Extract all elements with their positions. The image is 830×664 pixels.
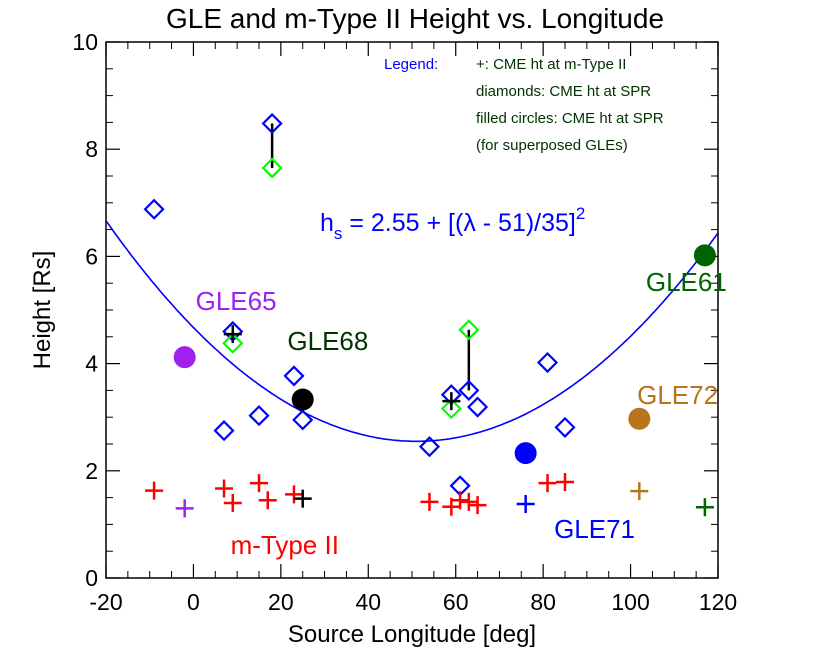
y-tick-label: 4 xyxy=(85,351,98,377)
formula-main: h xyxy=(320,209,334,237)
legend-line-diamonds: diamonds: CME ht at SPR xyxy=(476,83,651,100)
x-axis-label: Source Longitude [deg] xyxy=(288,621,536,648)
legend-heading: Legend: xyxy=(384,56,438,73)
plus-marker xyxy=(695,498,714,517)
plus-marker xyxy=(223,493,242,512)
formula-rest: = 2.55 + [(λ - 51)/35] xyxy=(342,209,575,237)
diamond-marker xyxy=(292,409,314,431)
diamond-marker xyxy=(458,379,480,401)
filled-circle-marker xyxy=(514,442,537,465)
y-ticks: 0 2 4 6 8 10 xyxy=(72,29,718,591)
plus-marker xyxy=(293,489,312,508)
plus-marker xyxy=(250,474,268,493)
filled-circle-marker xyxy=(291,388,314,411)
diamond-marker xyxy=(283,365,305,387)
formula-sup: 2 xyxy=(576,204,585,223)
annotation-label: GLE72 xyxy=(637,380,718,410)
x-tick-label: 0 xyxy=(187,589,200,615)
chart-title: GLE and m-Type II Height vs. Longitude xyxy=(166,3,664,34)
annotation-label: GLE71 xyxy=(554,514,635,544)
x-tick-label: 60 xyxy=(443,589,469,615)
y-tick-label: 8 xyxy=(85,136,98,162)
filled-circle-marker xyxy=(693,244,716,267)
filled-circle-marker xyxy=(628,407,651,430)
y-tick-label: 2 xyxy=(85,458,98,484)
plus-marker xyxy=(215,479,234,498)
legend-line-superposed: (for superposed GLEs) xyxy=(476,137,628,154)
legend-line-plus: +: CME ht at m-Type II xyxy=(476,56,626,73)
formula-sub: s xyxy=(334,224,343,243)
x-tick-label: 120 xyxy=(699,589,737,615)
x-ticks: -20 0 20 40 60 80 100 120 xyxy=(89,42,737,615)
plus-marker xyxy=(420,492,439,511)
diamond-marker xyxy=(248,405,270,427)
x-tick-label: -20 xyxy=(89,589,122,615)
diamond-marker xyxy=(213,420,235,442)
diamond-marker xyxy=(261,112,283,135)
diamond-marker xyxy=(418,436,441,458)
annotation-label: GLE68 xyxy=(287,326,368,356)
plus-marker xyxy=(284,485,303,504)
y-axis-label: Height [Rs] xyxy=(29,251,56,370)
x-tick-label: 20 xyxy=(268,589,294,615)
plus-marker xyxy=(516,495,535,514)
legend-line-circles: filled circles: CME ht at SPR xyxy=(476,110,664,127)
plus-marker xyxy=(223,325,242,344)
diamond-marker xyxy=(554,416,576,438)
fit-formula: hs = 2.55 + [(λ - 51)/35]2 xyxy=(320,204,585,243)
annotation-label: GLE65 xyxy=(196,286,277,316)
diamond-marker xyxy=(440,398,462,420)
diamond-marker xyxy=(261,157,283,179)
plus-marker xyxy=(468,496,487,515)
diamond-marker xyxy=(536,351,559,374)
filled-circle-marker xyxy=(173,346,196,369)
annotation-label: m-Type II xyxy=(231,530,339,560)
y-tick-label: 10 xyxy=(72,29,98,55)
x-tick-label: 80 xyxy=(530,589,556,615)
y-tick-label: 6 xyxy=(85,243,98,269)
plus-marker xyxy=(145,481,164,500)
x-tick-label: 40 xyxy=(355,589,381,615)
plus-marker xyxy=(442,392,461,411)
diamond-marker xyxy=(467,396,489,418)
plus-marker xyxy=(630,482,649,501)
diamond-marker xyxy=(222,332,244,354)
plus-marker xyxy=(451,491,470,510)
diamond-marker xyxy=(458,319,480,341)
plus-marker xyxy=(258,491,277,510)
plus-marker xyxy=(175,499,194,518)
annotation-label: GLE61 xyxy=(646,267,727,297)
diamond-marker xyxy=(143,198,165,220)
plus-marker xyxy=(556,473,574,492)
x-tick-label: 100 xyxy=(611,589,649,615)
fit-curve xyxy=(106,220,718,443)
plus-marker xyxy=(459,492,478,511)
y-tick-label: 0 xyxy=(85,565,98,591)
plus-marker xyxy=(538,474,557,493)
